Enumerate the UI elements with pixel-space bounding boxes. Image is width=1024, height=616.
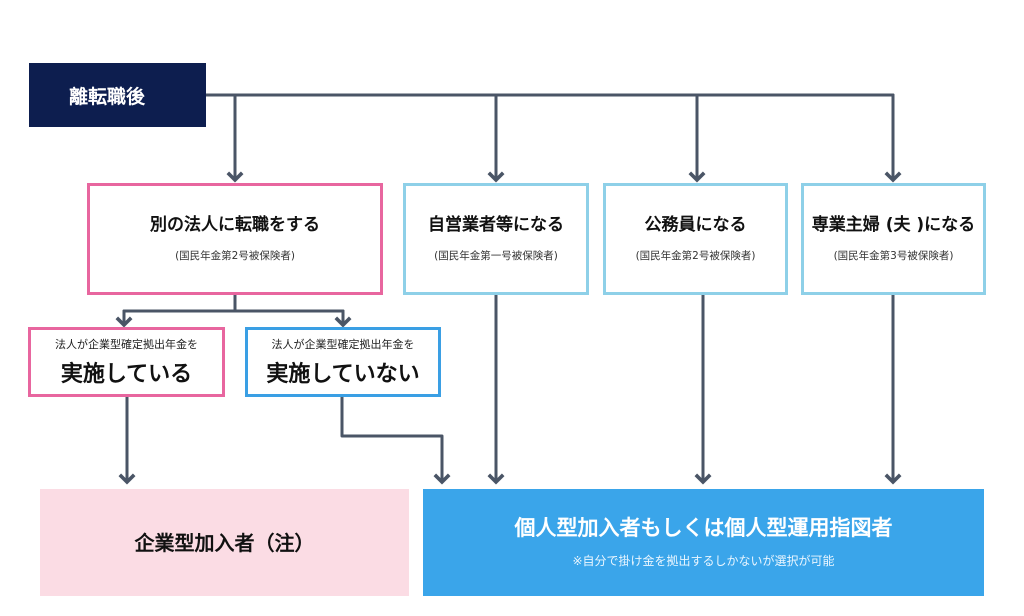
option-self-title: 自営業者等になる bbox=[428, 215, 564, 236]
branch-yes-main: 実施している bbox=[60, 362, 193, 387]
option-self: 自営業者等になる (国民年金第一号被保険者) bbox=[403, 183, 589, 295]
option-civil-title: 公務員になる bbox=[644, 215, 747, 236]
branch-no-top: 法人が企業型確定拠出年金を bbox=[271, 338, 415, 351]
start-label: 離転職後 bbox=[69, 85, 146, 108]
result-individual-title: 個人型加入者もしくは個人型運用指図者 bbox=[514, 516, 893, 541]
option-corp: 別の法人に転職をする (国民年金第2号被保険者) bbox=[87, 183, 383, 295]
branch-yes-top: 法人が企業型確定拠出年金を bbox=[55, 338, 198, 351]
branch-no-main: 実施していない bbox=[266, 362, 420, 387]
branch-no: 法人が企業型確定拠出年金を 実施していない bbox=[245, 327, 441, 397]
result-individual: 個人型加入者もしくは個人型運用指図者 ※自分で掛け金を拠出するしかないが選択が可… bbox=[423, 489, 984, 596]
arrow-no-to-individual bbox=[340, 394, 451, 485]
result-corporate: 企業型加入者（注） bbox=[40, 489, 409, 596]
option-civil-sub: (国民年金第2号被保険者) bbox=[635, 249, 756, 262]
option-spouse-title: 専業主婦 (夫 )になる bbox=[811, 215, 976, 236]
result-corporate-title: 企業型加入者（注） bbox=[134, 530, 315, 555]
branch-yes: 法人が企業型確定拠出年金を 実施している bbox=[28, 327, 225, 397]
option-corp-sub: (国民年金第2号被保険者) bbox=[175, 249, 295, 262]
option-spouse-sub: (国民年金第3号被保険者) bbox=[833, 249, 954, 262]
result-individual-note: ※自分で掛け金を拠出するしかないが選択が可能 bbox=[572, 553, 835, 568]
option-civil: 公務員になる (国民年金第2号被保険者) bbox=[603, 183, 788, 295]
start-node: 離転職後 bbox=[29, 63, 206, 127]
option-self-sub: (国民年金第一号被保険者) bbox=[434, 249, 558, 262]
corp-split-line bbox=[122, 292, 345, 313]
option-spouse: 専業主婦 (夫 )になる (国民年金第3号被保険者) bbox=[801, 183, 986, 295]
option-corp-title: 別の法人に転職をする bbox=[150, 215, 320, 236]
